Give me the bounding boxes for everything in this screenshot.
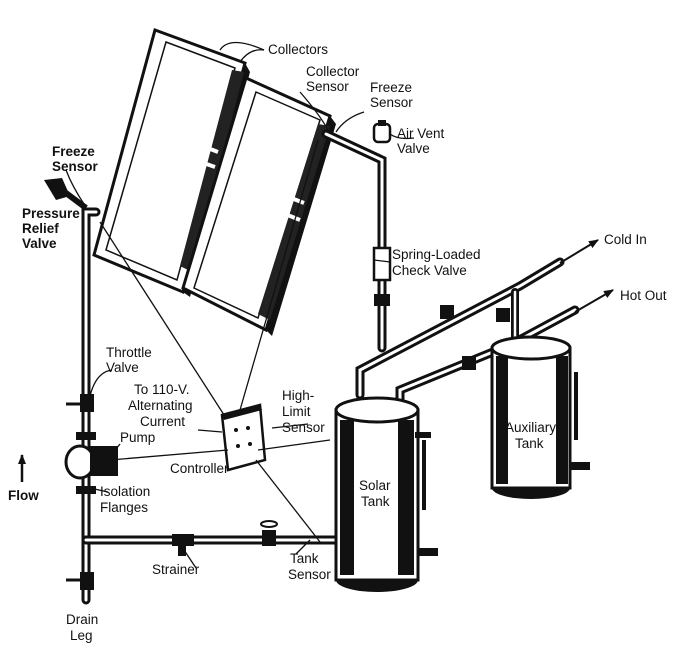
label-freeze-sensor-right: Freeze Sensor bbox=[370, 80, 416, 110]
label-strainer: Strainer bbox=[152, 562, 200, 577]
label-cold-in: Cold In bbox=[604, 232, 647, 247]
label-flow: Flow bbox=[8, 488, 39, 503]
label-drain-leg: Drain Leg bbox=[66, 612, 102, 643]
check-valve bbox=[372, 246, 392, 306]
label-air-vent-valve: Air Vent Valve bbox=[397, 126, 448, 156]
label-freeze-sensor-left: Freeze Sensor bbox=[52, 144, 99, 174]
label-pump: Pump bbox=[120, 430, 155, 445]
controller-box bbox=[220, 403, 267, 472]
label-auxiliary-tank: Auxiliary Tank bbox=[505, 420, 560, 451]
label-solar-tank: Solar Tank bbox=[359, 478, 394, 509]
inline-valve bbox=[260, 520, 278, 546]
label-throttle-valve: Throttle Valve bbox=[106, 345, 156, 375]
flow-arrows bbox=[18, 239, 614, 482]
label-hot-out: Hot Out bbox=[620, 288, 667, 303]
air-vent-valve bbox=[372, 120, 392, 144]
piping bbox=[81, 129, 580, 605]
label-power-supply: To 110-V. Alternating Current bbox=[128, 382, 196, 429]
label-controller: Controller bbox=[170, 461, 229, 476]
label-spring-loaded-check-valve: Spring-Loaded Check Valve bbox=[392, 247, 484, 278]
throttle-valve bbox=[66, 394, 94, 412]
label-collectors: Collectors bbox=[268, 42, 328, 57]
upper-valves bbox=[440, 305, 510, 370]
label-tank-sensor: Tank Sensor bbox=[288, 551, 331, 582]
pump-body bbox=[64, 432, 118, 494]
pressure-relief-valve bbox=[44, 178, 88, 211]
label-collector-sensor: Collector Sensor bbox=[306, 64, 363, 94]
solar-tank bbox=[334, 396, 438, 592]
label-isolation-flanges: Isolation Flanges bbox=[100, 484, 154, 515]
drain-valve bbox=[66, 572, 94, 590]
strainer bbox=[172, 534, 194, 556]
label-high-limit-sensor: High- Limit Sensor bbox=[282, 388, 325, 435]
label-pressure-relief-valve: Pressure Relief Valve bbox=[22, 206, 84, 251]
leader-lines bbox=[65, 41, 415, 569]
auxiliary-tank bbox=[490, 335, 590, 499]
